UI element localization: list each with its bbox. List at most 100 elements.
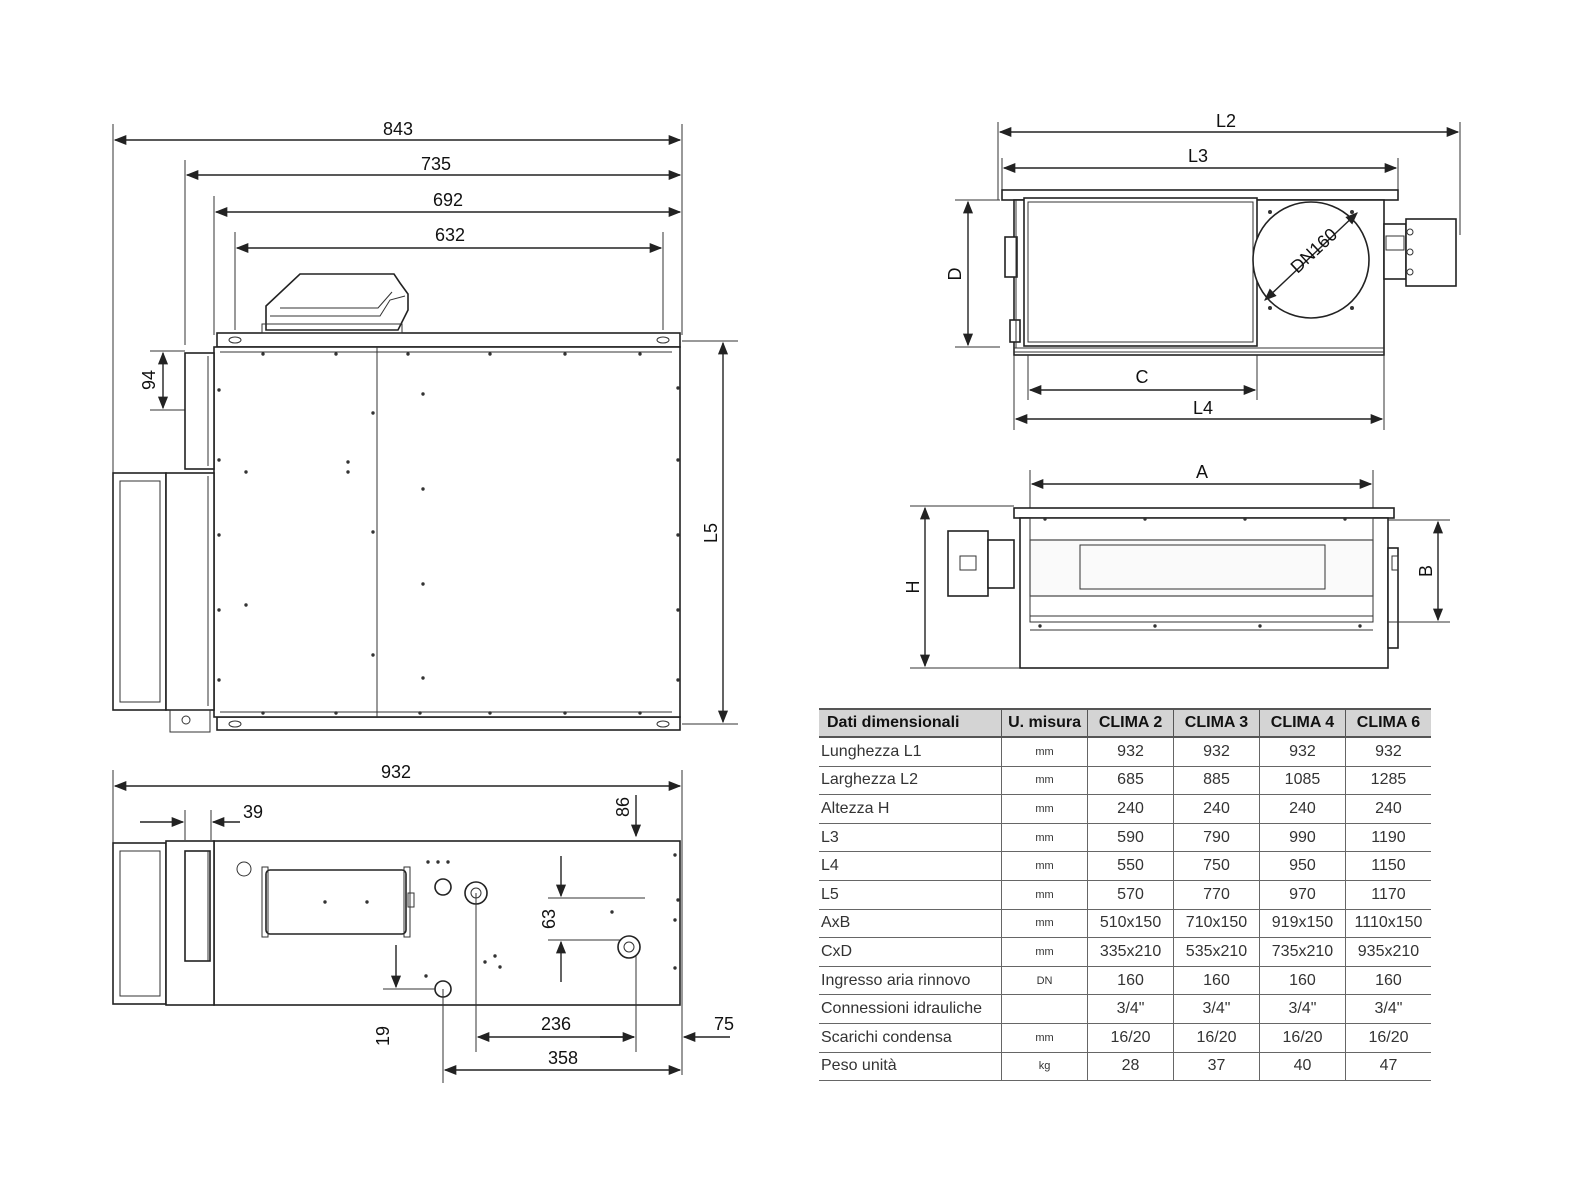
row-unit: mm	[1001, 1023, 1088, 1053]
dim-94-label: 94	[139, 370, 159, 390]
row-value: 3/4"	[1173, 994, 1260, 1024]
row-value: 590	[1087, 823, 1174, 853]
row-value: 885	[1173, 766, 1260, 796]
row-value: 990	[1258, 823, 1346, 853]
row-label: Altezza H	[819, 794, 1002, 824]
row-unit: mm	[1001, 851, 1088, 881]
row-value: 750	[1173, 851, 1260, 881]
dim-l5-label: L5	[701, 523, 721, 543]
row-value: 240	[1173, 794, 1260, 824]
row-label: L5	[819, 880, 1002, 910]
row-value: 510x150	[1087, 909, 1174, 939]
row-value: 535x210	[1173, 937, 1260, 967]
row-label: L3	[819, 823, 1002, 853]
row-value: 935x210	[1344, 937, 1431, 967]
bottom-view: 932 39 86	[112, 762, 734, 1083]
dim-63-label: 63	[539, 909, 559, 929]
row-value: 37	[1173, 1052, 1260, 1082]
row-value: 16/20	[1344, 1023, 1431, 1053]
row-value: 685	[1087, 766, 1174, 796]
row-value: 1150	[1344, 851, 1431, 881]
row-value: 160	[1087, 966, 1174, 996]
row-unit: mm	[1001, 766, 1088, 796]
row-label: AxB	[819, 909, 1002, 939]
row-value: 3/4"	[1344, 994, 1431, 1024]
row-label: Connessioni idrauliche	[819, 994, 1002, 1024]
row-unit: mm	[1001, 737, 1088, 767]
row-value: 770	[1173, 880, 1260, 910]
dim-d-label: D	[945, 268, 965, 281]
row-value: 932	[1258, 737, 1346, 767]
row-value: 240	[1258, 794, 1346, 824]
row-unit: mm	[1001, 937, 1088, 967]
front-section-view: A H B	[903, 462, 1450, 669]
row-value: 1085	[1258, 766, 1346, 796]
dim-735-label: 735	[421, 154, 451, 174]
row-value: 932	[1087, 737, 1174, 767]
row-value: 1170	[1344, 880, 1431, 910]
row-unit: mm	[1001, 880, 1088, 910]
unit-body-top	[213, 346, 681, 718]
dim-843-label: 843	[383, 119, 413, 139]
dim-l4-label: L4	[1193, 398, 1213, 418]
row-value: 47	[1344, 1052, 1431, 1082]
row-label: L4	[819, 851, 1002, 881]
dim-c-label: C	[1136, 367, 1149, 387]
table-header: CLIMA 3	[1173, 708, 1260, 738]
dim-h-label: H	[903, 581, 923, 594]
top-view: 843 735 692 632 94 L5	[112, 119, 738, 733]
row-value: 710x150	[1173, 909, 1260, 939]
dim-358-label: 358	[548, 1048, 578, 1068]
row-value: 570	[1087, 880, 1174, 910]
dim-39-label: 39	[243, 802, 263, 822]
row-unit: kg	[1001, 1052, 1088, 1082]
row-value: 1110x150	[1344, 909, 1431, 939]
dim-932-label: 932	[381, 762, 411, 782]
row-label: Lunghezza L1	[819, 737, 1002, 767]
row-value: 16/20	[1258, 1023, 1346, 1053]
table-header-row: Dati dimensionali U. misura CLIMA 2 CLIM…	[819, 708, 1431, 738]
dim-a-label: A	[1196, 462, 1208, 482]
row-unit: mm	[1001, 909, 1088, 939]
electrical-box-bottom	[265, 869, 407, 935]
row-value: 550	[1087, 851, 1174, 881]
row-value: 28	[1087, 1052, 1174, 1082]
row-value: 950	[1258, 851, 1346, 881]
row-label: Peso unità	[819, 1052, 1002, 1082]
row-value: 1285	[1344, 766, 1431, 796]
dim-l2-label: L2	[1216, 111, 1236, 131]
dim-632-label: 632	[435, 225, 465, 245]
row-value: 160	[1258, 966, 1346, 996]
row-label: Scarichi condensa	[819, 1023, 1002, 1053]
row-value: 16/20	[1087, 1023, 1174, 1053]
row-value: 790	[1173, 823, 1260, 853]
row-unit	[1001, 994, 1088, 1024]
row-value: 335x210	[1087, 937, 1174, 967]
row-value: 160	[1173, 966, 1260, 996]
row-unit: DN	[1001, 966, 1088, 996]
row-value: 240	[1087, 794, 1174, 824]
dim-86-label: 86	[613, 797, 633, 817]
row-value: 970	[1258, 880, 1346, 910]
row-value: 3/4"	[1087, 994, 1174, 1024]
table-header: CLIMA 2	[1087, 708, 1174, 738]
dimensions-table: Dati dimensionali U. misura CLIMA 2 CLIM…	[819, 708, 1431, 1082]
row-value: 40	[1258, 1052, 1346, 1082]
row-value: 160	[1344, 966, 1431, 996]
table-header: Dati dimensionali	[819, 708, 1002, 738]
row-value: 919x150	[1258, 909, 1346, 939]
dim-75-label: 75	[714, 1014, 734, 1034]
row-value: 932	[1344, 737, 1431, 767]
